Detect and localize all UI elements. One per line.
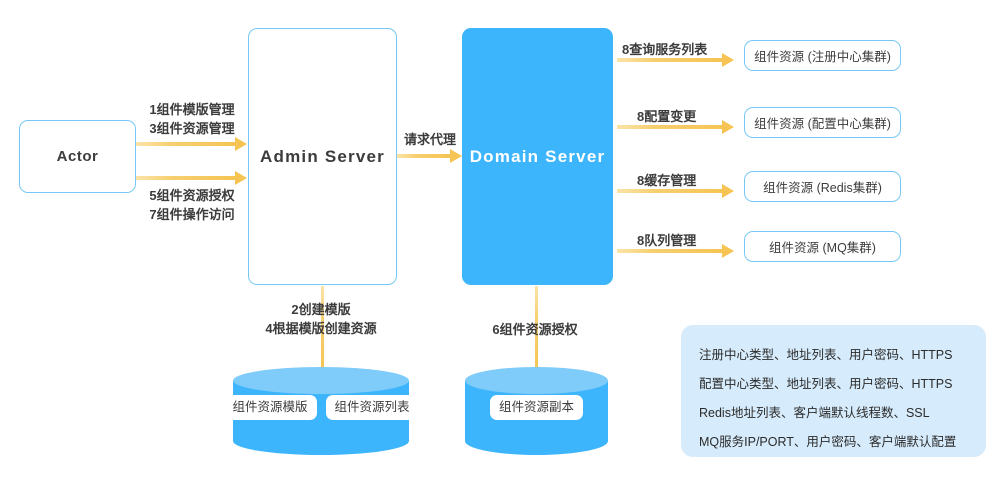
arrow-head-resource-0	[722, 53, 734, 67]
actor-node[interactable]: Actor	[19, 120, 136, 193]
arrow-head-resource-3	[722, 244, 734, 258]
cylinder-top	[465, 367, 608, 394]
resource-box-label-1: 组件资源 (配置中心集群)	[754, 117, 891, 131]
flow-label-admin-store: 2创建模版 4根据模版创建资源	[223, 300, 419, 338]
datastore-tag-template[interactable]: 组件资源模版	[223, 395, 317, 420]
legend-line-redis: Redis地址列表、客户端默认线程数、SSL	[699, 406, 930, 420]
arrow-admin-domain	[397, 154, 451, 158]
flow-label-line-6: 4根据模版创建资源	[265, 321, 377, 336]
domain-server-label: Domain Server	[469, 146, 606, 166]
admin-server-node[interactable]: Admin Server	[248, 28, 397, 285]
flow-label-line-2: 3组件资源管理	[149, 121, 235, 136]
arrow-resource-2	[617, 189, 723, 193]
domain-server-node[interactable]: Domain Server	[462, 28, 613, 285]
arrow-actor-admin-top	[136, 142, 236, 146]
arrow-actor-admin-bottom	[136, 176, 236, 180]
flow-label-actor-admin-top: 1组件模版管理 3组件资源管理	[136, 100, 248, 138]
arrow-head-resource-2	[722, 184, 734, 198]
flow-label-resource-3: 8队列管理	[637, 233, 697, 248]
actor-label: Actor	[56, 148, 99, 165]
legend-line-mq: MQ服务IP/PORT、用户密码、客户端默认配置	[699, 435, 957, 449]
flow-label-line-3: 5组件资源授权	[149, 188, 235, 203]
datastore-tag-replica[interactable]: 组件资源副本	[489, 395, 583, 420]
arrow-resource-1	[617, 125, 723, 129]
resource-box-redis[interactable]: 组件资源 (Redis集群)	[744, 171, 901, 202]
admin-server-label: Admin Server	[260, 146, 385, 166]
flow-label-domain-store: 6组件资源授权	[492, 322, 578, 337]
flow-label-resource-2: 8缓存管理	[637, 173, 697, 188]
resource-box-label-3: 组件资源 (MQ集群)	[769, 241, 876, 255]
resource-box-mq[interactable]: 组件资源 (MQ集群)	[744, 231, 901, 262]
legend-line-registry: 注册中心类型、地址列表、用户密码、HTTPS	[699, 348, 953, 362]
resource-box-registry[interactable]: 组件资源 (注册中心集群)	[744, 40, 901, 71]
arrow-resource-0	[617, 58, 723, 62]
arrow-head-admin-domain	[450, 149, 462, 163]
resource-box-label-2: 组件资源 (Redis集群)	[763, 181, 882, 195]
flow-label-actor-admin-bottom: 5组件资源授权 7组件操作访问	[136, 186, 248, 224]
arrow-admin-store	[321, 286, 324, 373]
arrow-domain-store	[535, 286, 538, 373]
cylinder-tag-row: 组件资源副本	[465, 395, 608, 420]
arrow-head-actor-admin-top	[235, 137, 247, 151]
legend-panel: 注册中心类型、地址列表、用户密码、HTTPS 配置中心类型、地址列表、用户密码、…	[681, 325, 986, 457]
flow-label-resource-1: 8配置变更	[637, 109, 697, 124]
arrow-head-actor-admin-bottom	[235, 171, 247, 185]
cylinder-tag-row: 组件资源模版 组件资源列表	[223, 395, 419, 420]
resource-box-config[interactable]: 组件资源 (配置中心集群)	[744, 107, 901, 138]
arrow-resource-3	[617, 249, 723, 253]
flow-label-resource-0: 8查询服务列表	[622, 42, 708, 57]
flow-label-line-4: 7组件操作访问	[149, 207, 235, 222]
domain-datastore-cylinder[interactable]: 组件资源副本	[465, 367, 608, 457]
flow-label-line-1: 1组件模版管理	[149, 102, 235, 117]
datastore-tag-list[interactable]: 组件资源列表	[325, 395, 419, 420]
resource-box-label-0: 组件资源 (注册中心集群)	[754, 50, 891, 64]
flow-label-admin-domain: 请求代理	[403, 132, 456, 147]
flow-label-line-5: 2创建模版	[291, 302, 351, 317]
admin-datastore-cylinder[interactable]: 组件资源模版 组件资源列表	[223, 367, 419, 457]
arrow-head-resource-1	[722, 120, 734, 134]
legend-line-config: 配置中心类型、地址列表、用户密码、HTTPS	[699, 377, 953, 391]
cylinder-top	[233, 367, 409, 394]
